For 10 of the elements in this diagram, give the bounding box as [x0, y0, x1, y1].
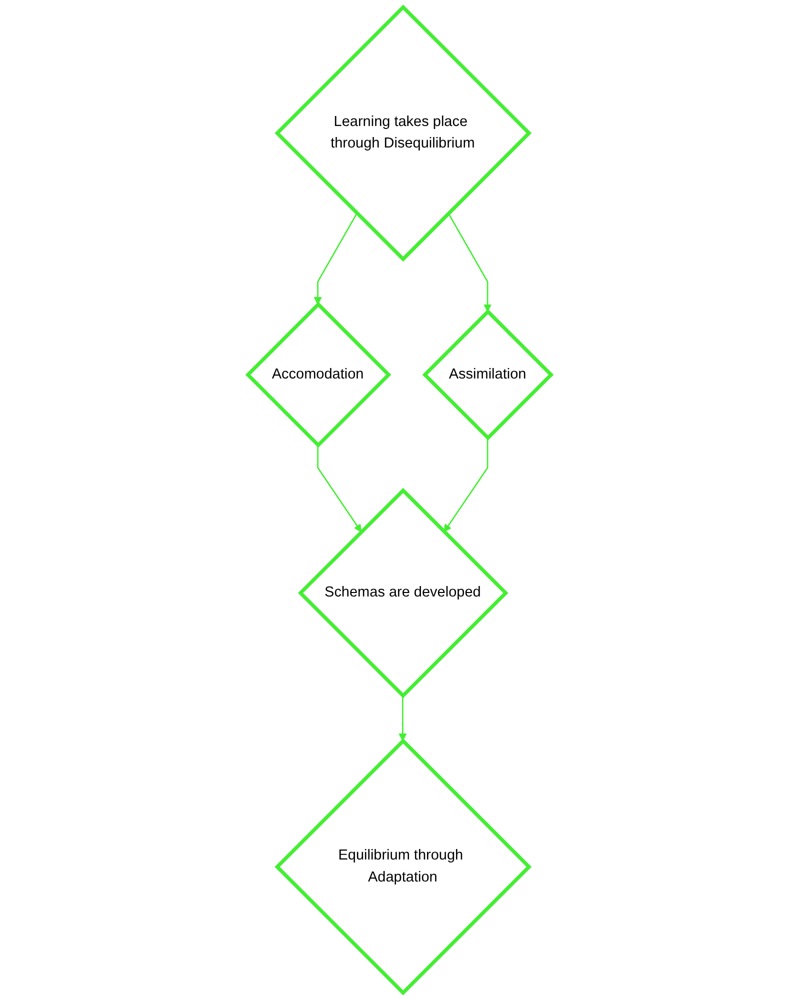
- arrow: [398, 696, 407, 742]
- node-diamond: Equilibrium through Adaptation: [274, 738, 532, 996]
- arrow: [314, 212, 358, 305]
- node-diamond: Schemas are developed: [298, 488, 508, 698]
- node-diamond: Assimilation: [422, 309, 554, 440]
- arrow: [317, 445, 362, 532]
- arrow: [444, 438, 488, 532]
- node-diamond: Accomodation: [245, 302, 392, 448]
- arrow: [448, 212, 492, 312]
- node-diamond: Learning takes place through Disequilibrium: [274, 4, 532, 262]
